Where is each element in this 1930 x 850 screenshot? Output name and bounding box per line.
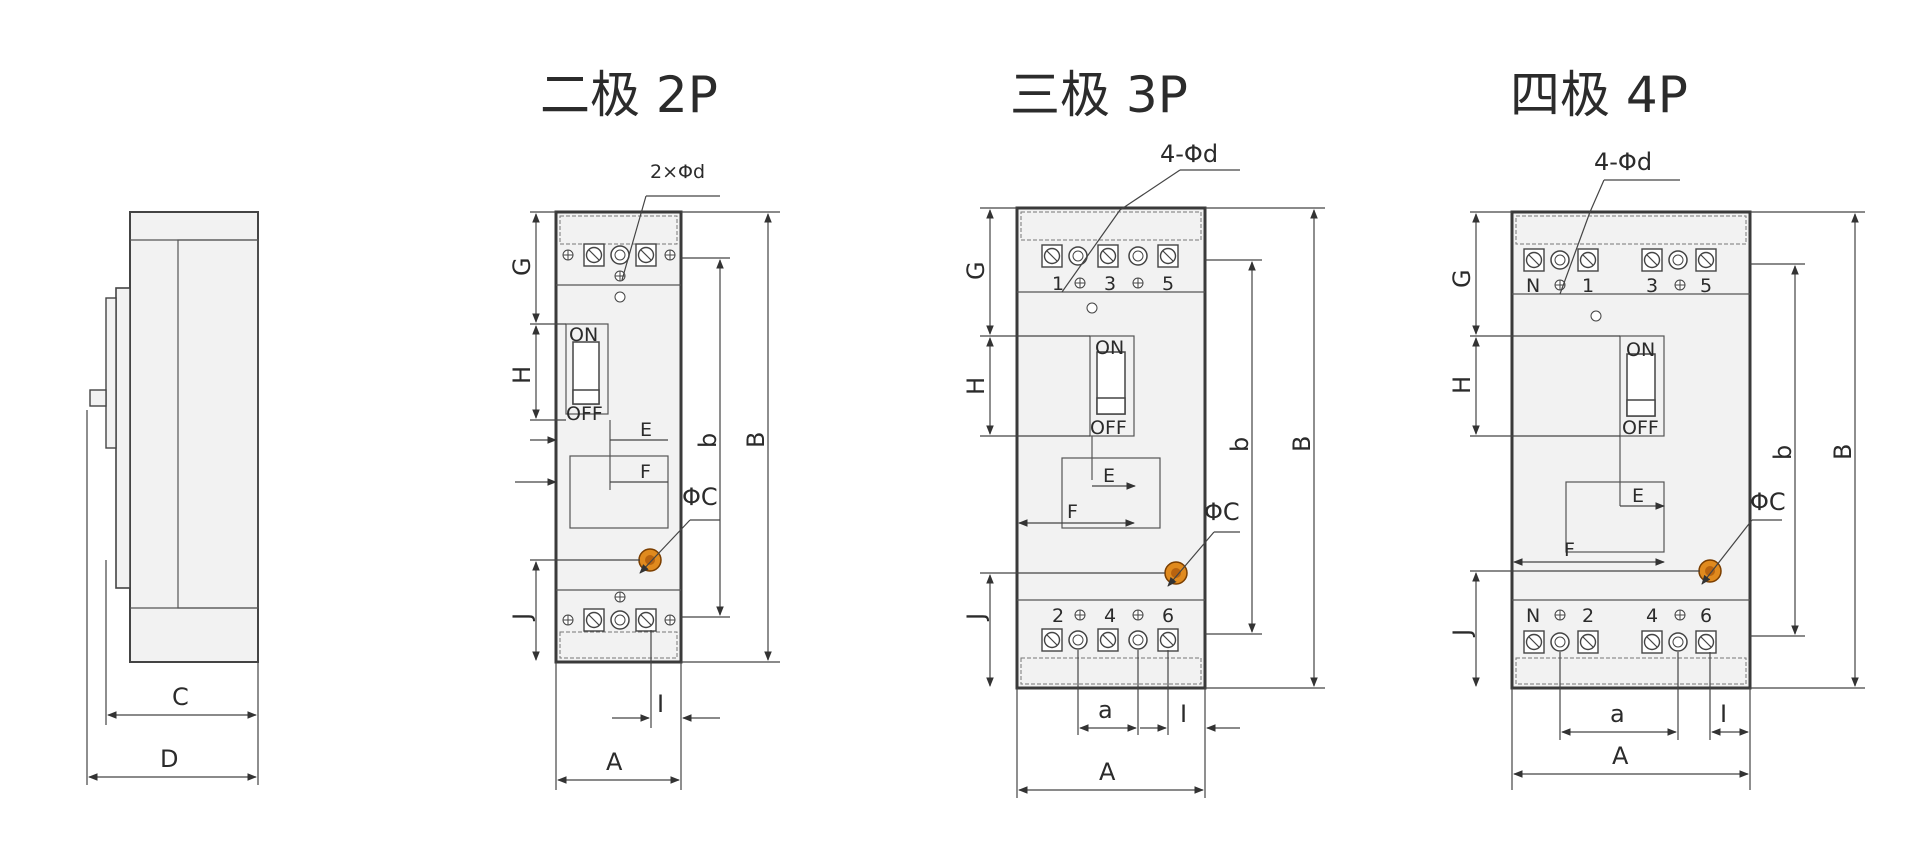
three-pole-dim-e: E [1103,465,1115,487]
three-pole-dim-a-lower: a [1098,696,1113,724]
four-pole-bottom-terminal-n: N [1526,605,1540,627]
two-pole-off-label: OFF [566,403,603,425]
four-pole-dim-b-large: B [1829,444,1857,460]
three-pole-phi-c-label: ΦC [1204,498,1240,526]
dim-c-label: C [172,683,189,711]
three-pole-bottom-terminal-6: 6 [1162,605,1174,627]
three-pole-top-terminal-5: 5 [1162,273,1174,295]
four-pole-top-terminal-5: 5 [1700,275,1712,297]
two-pole-holes-label: 2×Φd [650,161,705,183]
three-pole-dim-b-large: B [1288,436,1316,452]
two-pole-dim-g: G [508,257,536,276]
two-pole-dim-h: H [508,366,536,384]
three-pole-dim-i: I [1180,700,1187,728]
four-pole-dim-j: J [1448,629,1476,638]
two-pole-dim-f: F [640,461,651,483]
three-pole-view: 1 3 5 2 4 6 ON OFF 4-Φd ΦC [962,140,1325,798]
four-pole-top-terminal-1: 1 [1582,275,1594,297]
four-pole-dim-f: F [1564,539,1575,561]
two-pole-view: ON OFF 2×Φd ΦC G H J E F b [508,161,780,790]
three-pole-top-terminal-1: 1 [1052,273,1064,295]
three-pole-bottom-terminal-2: 2 [1052,605,1064,627]
three-pole-top-terminal-3: 3 [1104,273,1116,295]
two-pole-dim-b-small: b [694,433,722,448]
four-pole-dim-a: A [1612,742,1629,770]
two-pole-dim-b-large: B [742,432,770,448]
title-two-pole: 二极 2P [540,66,718,124]
two-pole-dim-e: E [640,419,652,441]
four-pole-on-label: ON [1626,339,1655,361]
two-pole-dim-j: J [508,613,536,622]
four-pole-holes-label: 4-Φd [1594,148,1652,176]
three-pole-dim-b-small: b [1226,437,1254,452]
four-pole-dim-e: E [1632,485,1644,507]
two-pole-dim-i: I [657,690,664,718]
three-pole-on-label: ON [1095,337,1124,359]
three-pole-dim-a: A [1099,758,1116,786]
two-pole-phi-c-label: ΦC [682,483,718,511]
four-pole-dim-h: H [1448,376,1476,394]
four-pole-phi-c-label: ΦC [1750,488,1786,516]
four-pole-bottom-terminal-6: 6 [1700,605,1712,627]
four-pole-bottom-terminal-2: 2 [1582,605,1594,627]
three-pole-dim-f: F [1067,501,1078,523]
four-pole-dim-a-lower: a [1610,700,1625,728]
side-view: C D [86,211,259,785]
four-pole-dim-i: I [1720,700,1727,728]
three-pole-holes-label: 4-Φd [1160,140,1218,168]
title-four-pole: 四极 4P [1510,66,1688,124]
title-three-pole: 三极 3P [1010,66,1188,124]
three-pole-dim-j: J [962,613,990,622]
four-pole-top-terminal-3: 3 [1646,275,1658,297]
two-pole-dim-a: A [606,748,623,776]
three-pole-dim-h: H [962,377,990,395]
three-pole-dim-g: G [962,261,990,280]
four-pole-dim-b-small: b [1769,445,1797,460]
four-pole-top-terminal-n: N [1526,275,1540,297]
four-pole-dim-g: G [1448,269,1476,288]
four-pole-view: N 1 3 5 N 2 4 6 ON OFF 4-Φd ΦC [1448,148,1865,790]
three-pole-bottom-terminal-4: 4 [1104,605,1116,627]
four-pole-off-label: OFF [1622,417,1659,439]
three-pole-off-label: OFF [1090,417,1127,439]
two-pole-on-label: ON [569,324,598,346]
dim-d-label: D [160,745,178,773]
four-pole-bottom-terminal-4: 4 [1646,605,1658,627]
